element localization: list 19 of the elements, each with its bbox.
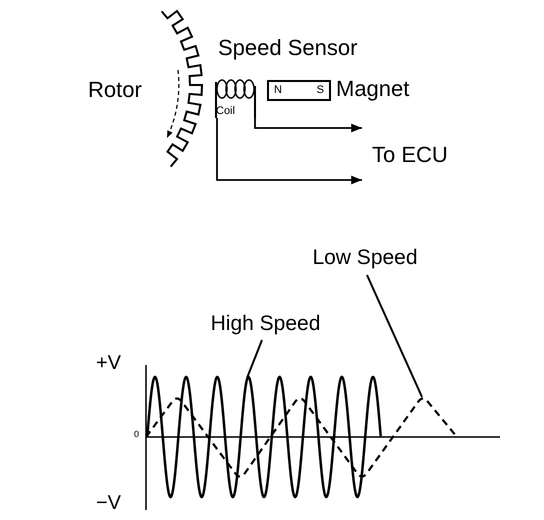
- coil-label: Coil: [216, 106, 235, 117]
- leader-line: [246, 340, 263, 378]
- voltage-label: −V: [96, 492, 122, 514]
- waveform-line: [146, 376, 382, 498]
- wire-arrow: [216, 118, 362, 184]
- voltage-label: +V: [96, 352, 122, 374]
- callout-label: High Speed: [188, 308, 343, 340]
- output-label: To ECU: [362, 125, 472, 185]
- part-label: Speed Sensor: [218, 36, 358, 60]
- pole-label: S: [316, 85, 324, 96]
- callout-label: Low Speed: [290, 241, 440, 275]
- dashed-waveform-line: [145, 398, 458, 478]
- wire-arrow: [254, 118, 362, 132]
- pole-label: N: [274, 85, 282, 96]
- magnet-bar: [267, 80, 331, 101]
- leader-line: [366, 274, 423, 398]
- part-label: Rotor: [88, 78, 142, 102]
- part-label: Magnet: [336, 77, 410, 102]
- zero-label: 0: [134, 430, 140, 440]
